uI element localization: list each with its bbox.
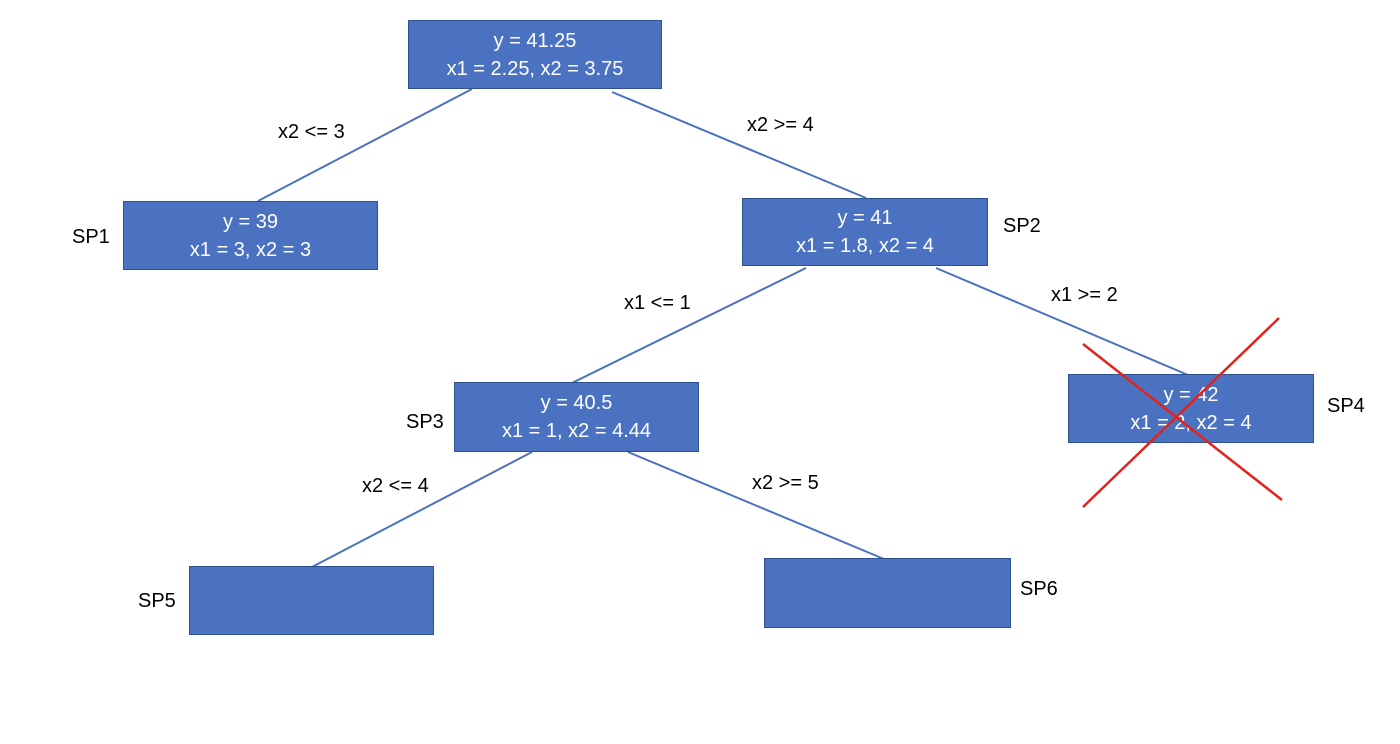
edge-label-sp3-sp6: x2 >= 5 — [752, 472, 819, 494]
sp4-node-x: x1 = 2, x2 = 4 — [1130, 411, 1252, 434]
sp2-node-y: y = 41 — [837, 207, 893, 229]
edge-root-sp1 — [257, 88, 473, 202]
sp4-node: y = 42 x1 = 2, x2 = 4 — [1068, 374, 1314, 443]
sp1-node: y = 39 x1 = 3, x2 = 3 — [123, 201, 378, 270]
edge-sp3-sp6 — [627, 451, 885, 560]
sp4-node-y: y = 42 — [1163, 383, 1219, 406]
sp1-node-y: y = 39 — [222, 210, 279, 233]
sp3-label: SP3 — [406, 411, 444, 433]
sp3-node-x: x1 = 1, x2 = 4.44 — [502, 420, 651, 442]
sp5-label: SP5 — [138, 590, 176, 612]
sp2-node: y = 41 x1 = 1.8, x2 = 4 — [742, 198, 988, 266]
edge-label-sp2-sp4: x1 >= 2 — [1051, 284, 1118, 306]
edge-root-sp2 — [611, 91, 867, 199]
sp6-label: SP6 — [1020, 578, 1058, 600]
edge-sp3-sp5 — [311, 451, 533, 568]
edge-sp2-sp3 — [571, 267, 807, 384]
root-node: y = 41.25 x1 = 2.25, x2 = 3.75 — [408, 20, 662, 89]
edge-label-sp3-sp5: x2 <= 4 — [362, 475, 429, 497]
edge-label-root-sp2: x2 >= 4 — [747, 114, 814, 136]
sp6-node — [764, 558, 1011, 628]
root-node-y: y = 41.25 — [493, 29, 577, 52]
edge-label-root-sp1: x2 <= 3 — [278, 121, 345, 143]
sp1-label: SP1 — [72, 226, 110, 248]
sp2-label: SP2 — [1003, 215, 1041, 237]
sp1-node-x: x1 = 3, x2 = 3 — [189, 238, 312, 261]
sp3-node-y: y = 40.5 — [540, 392, 613, 414]
sp2-node-x: x1 = 1.8, x2 = 4 — [796, 235, 934, 257]
sp4-label: SP4 — [1327, 395, 1365, 417]
sp3-node: y = 40.5 x1 = 1, x2 = 4.44 — [454, 382, 699, 452]
edge-label-sp2-sp3: x1 <= 1 — [624, 292, 691, 314]
sp5-node — [189, 566, 434, 635]
root-node-x: x1 = 2.25, x2 = 3.75 — [446, 57, 624, 80]
